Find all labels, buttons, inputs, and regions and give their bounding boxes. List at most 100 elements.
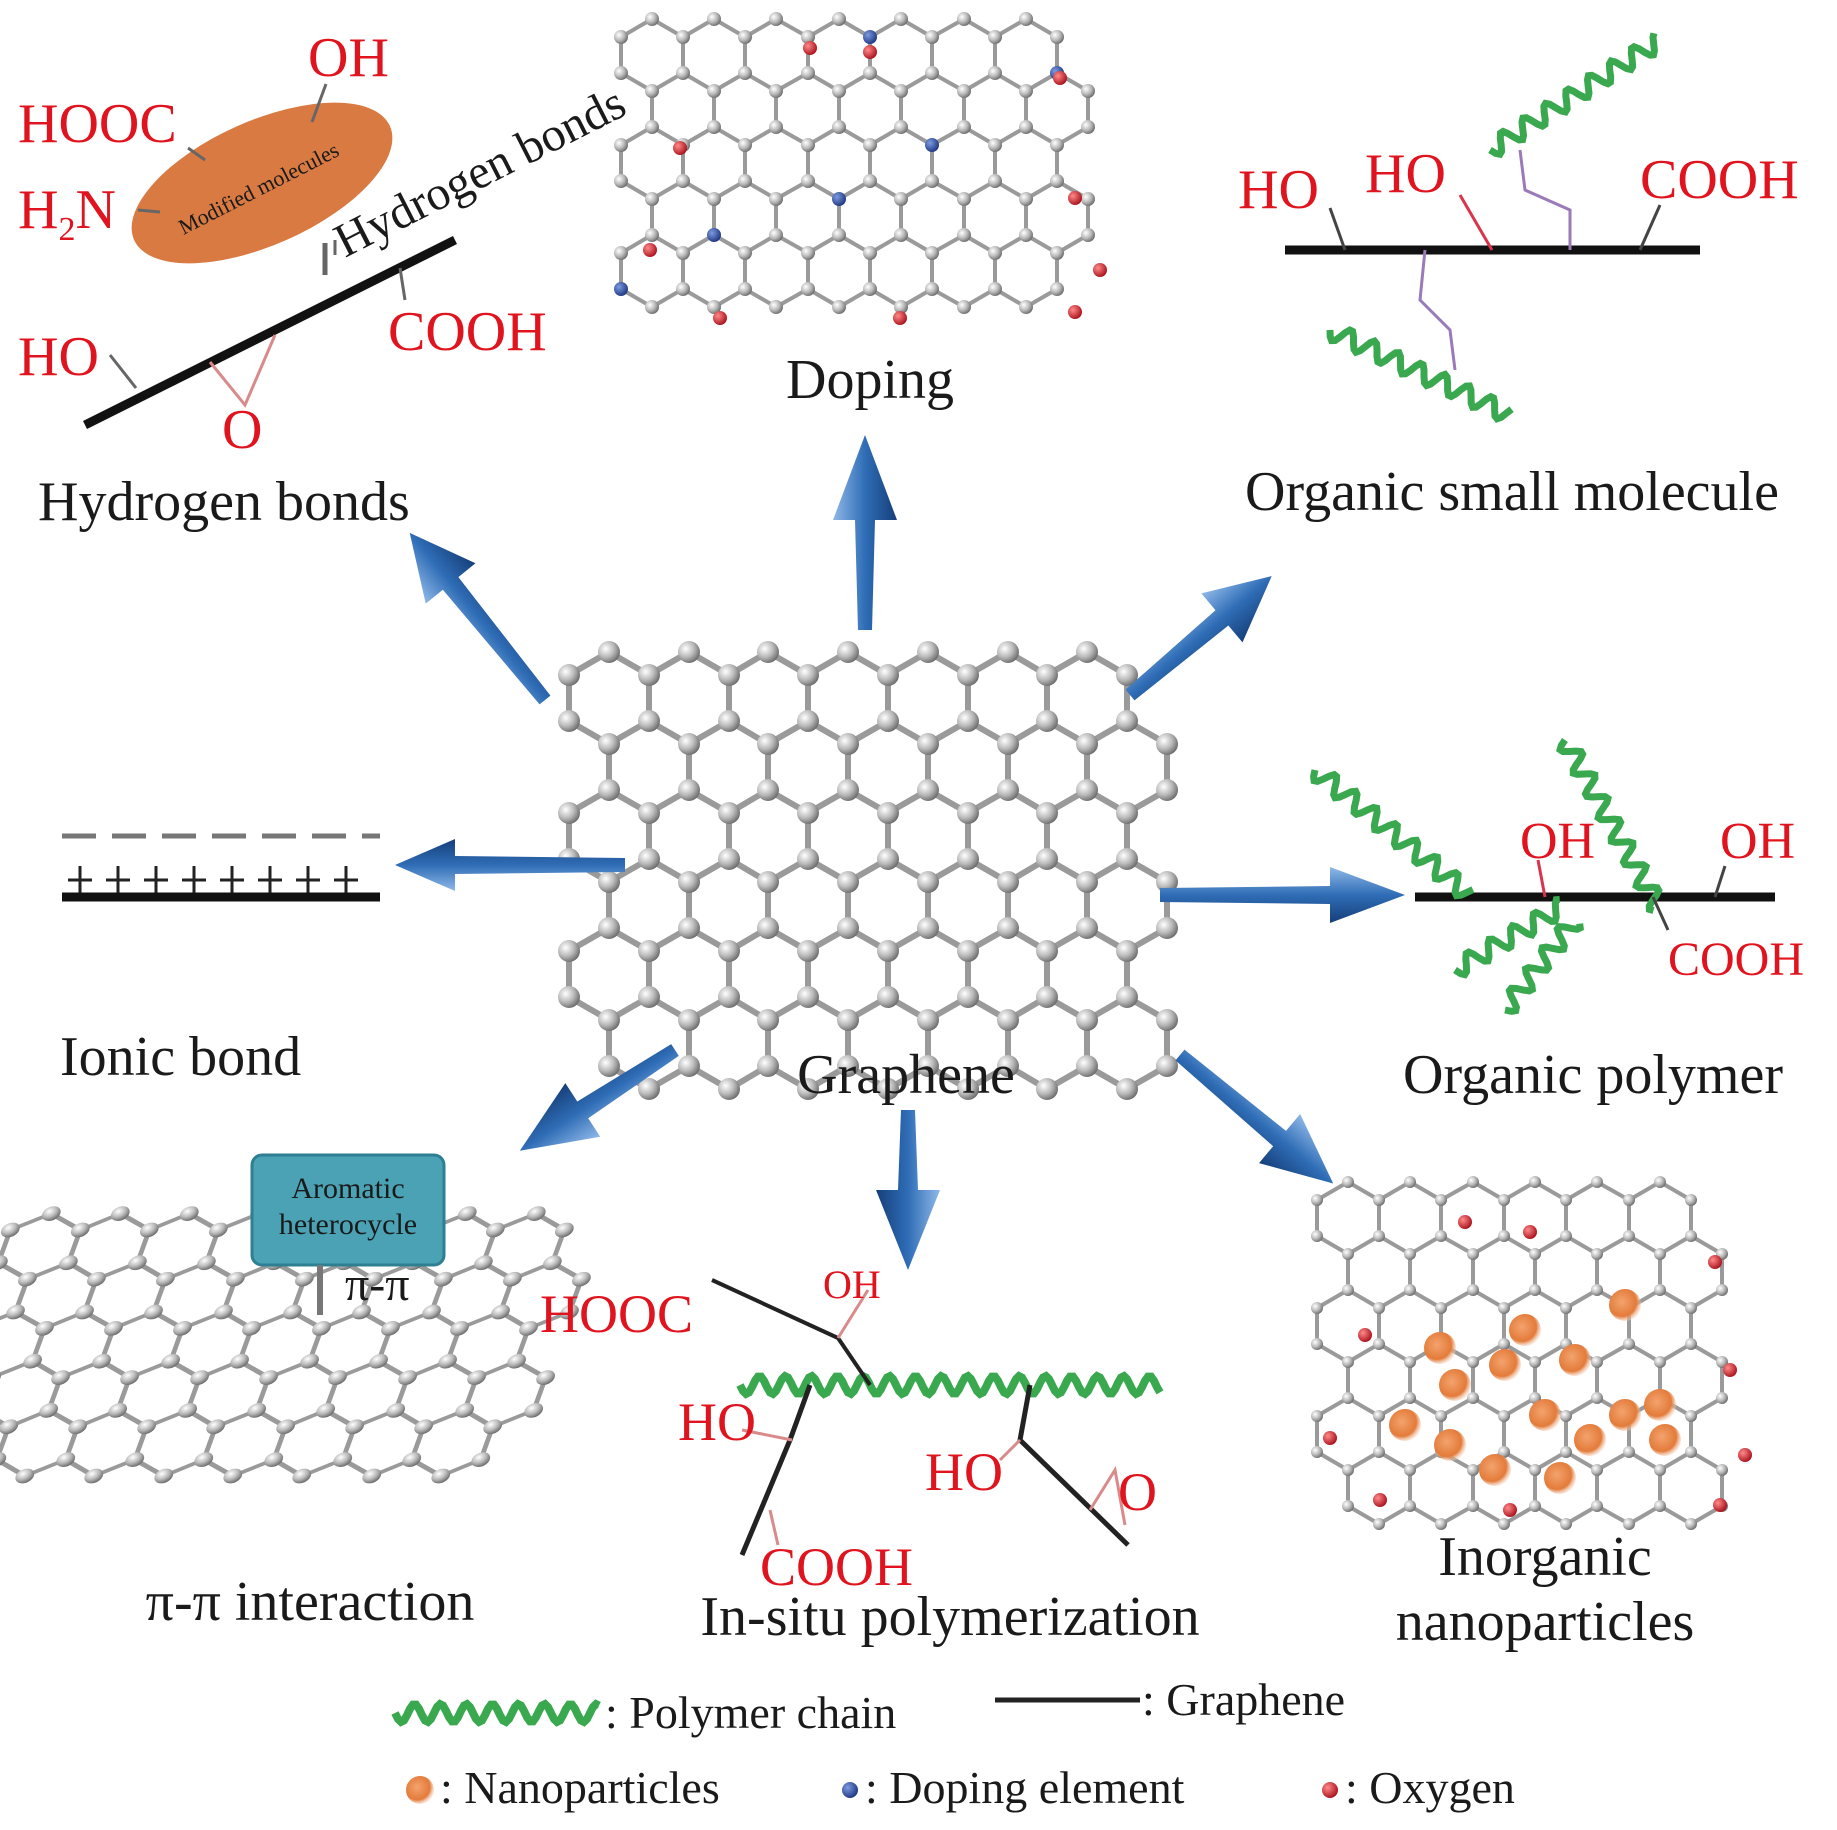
carbon-atom xyxy=(598,641,620,663)
carbon-atom xyxy=(718,940,740,962)
carbon-atom xyxy=(707,12,721,26)
carbon-bond xyxy=(1440,1504,1474,1526)
carbon-bond xyxy=(1596,1342,1630,1364)
carbon-atom xyxy=(1435,1194,1447,1206)
carbon-atom xyxy=(801,282,815,296)
carbon-atom xyxy=(1623,1518,1635,1530)
arrows xyxy=(395,435,1405,1270)
carbon-atom xyxy=(70,1222,90,1238)
group-h2n: H2N xyxy=(18,179,116,248)
carbon-atom xyxy=(206,1419,226,1435)
inorganic-label-line-2: nanoparticles xyxy=(1396,1591,1695,1653)
carbon-atom xyxy=(1529,1464,1541,1476)
nanoparticle xyxy=(1559,1344,1591,1376)
group-ho: HO xyxy=(18,326,99,388)
carbon-atom xyxy=(1373,1518,1385,1530)
carbon-atom xyxy=(1560,1446,1572,1458)
carbon-atom xyxy=(1685,1194,1697,1206)
carbon-atom xyxy=(718,664,740,686)
carbon-atom xyxy=(156,1271,175,1287)
inorganic-lattice xyxy=(1311,1176,1752,1530)
carbon-atom xyxy=(738,246,752,260)
polymer-chain xyxy=(1488,32,1658,159)
carbon-atom xyxy=(1373,1194,1385,1206)
carbon-atom xyxy=(797,664,819,686)
carbon-atom xyxy=(1036,848,1058,870)
hydrogen-bonds-panel: Modified molecules Hydrogen bonds OH HOO… xyxy=(18,27,634,533)
carbon-atom xyxy=(0,1255,8,1271)
carbon-atom xyxy=(1498,1194,1510,1206)
carbon-atom xyxy=(1036,802,1058,824)
carbon-atom xyxy=(957,228,971,242)
nanoparticle xyxy=(1479,1454,1511,1486)
carbon-atom xyxy=(1591,1500,1603,1512)
graphene-lattice-center xyxy=(558,641,1178,1100)
carbon-atom xyxy=(1529,1356,1541,1368)
group-cooh: COOH xyxy=(1668,933,1804,986)
carbon-atom xyxy=(1373,1410,1385,1422)
carbon-atom xyxy=(707,300,721,314)
carbon-atom xyxy=(1116,848,1138,870)
carbon-atom xyxy=(1591,1284,1603,1296)
carbon-atom xyxy=(1342,1284,1354,1296)
carbon-atom xyxy=(894,120,908,134)
carbon-atom xyxy=(1404,1392,1416,1404)
carbon-atom xyxy=(1311,1302,1323,1314)
carbon-atom xyxy=(1716,1356,1728,1368)
carbon-atom xyxy=(473,1255,493,1271)
carbon-atom xyxy=(957,1078,979,1100)
carbon-atom xyxy=(1435,1230,1447,1242)
carbon-atom xyxy=(1019,84,1033,98)
carbon-atom xyxy=(1498,1230,1510,1242)
carbon-atom xyxy=(196,1255,216,1271)
carbon-atom xyxy=(801,30,815,44)
carbon-atom xyxy=(1498,1518,1510,1530)
carbon-bond xyxy=(1440,1180,1474,1202)
carbon-atom xyxy=(139,1222,159,1238)
carbon-atom xyxy=(1050,246,1064,260)
carbon-atom xyxy=(108,1403,128,1418)
carbon-atom xyxy=(997,779,1019,801)
oxygen-atom xyxy=(1068,191,1082,205)
group-ho-2: HO xyxy=(1365,143,1446,205)
carbon-atom xyxy=(558,664,580,686)
carbon-atom xyxy=(614,282,628,296)
carbon-atom xyxy=(328,1370,347,1385)
oxygen-atom xyxy=(1708,1255,1722,1269)
carbon-atom xyxy=(1156,1009,1178,1031)
oxygen-atom xyxy=(1358,1328,1372,1342)
carbon-atom xyxy=(1373,1302,1385,1314)
carbon-atom xyxy=(877,986,899,1008)
carbon-bond xyxy=(1440,1234,1474,1256)
carbon-atom xyxy=(1081,120,1095,134)
legend-oxygen: : Oxygen xyxy=(1345,1762,1515,1813)
carbon-atom xyxy=(877,664,899,686)
carbon-atom xyxy=(997,1009,1019,1031)
carbon-atom xyxy=(75,1304,94,1320)
carbon-atom xyxy=(678,641,700,663)
carbon-atom xyxy=(1685,1230,1697,1242)
carbon-atom xyxy=(837,1009,859,1031)
carbon-atom xyxy=(1498,1410,1510,1422)
carbon-atom xyxy=(894,12,908,26)
carbon-atom xyxy=(678,779,700,801)
oxygen-atom xyxy=(1068,305,1082,319)
carbon-atom xyxy=(614,66,628,80)
carbon-atom xyxy=(1156,917,1178,939)
carbon-atom xyxy=(87,1271,106,1287)
polymer-chain xyxy=(736,1371,1164,1399)
organic-small-molecule-panel: HO HO COOH Organic small molecule xyxy=(1238,32,1799,523)
carbon-atom xyxy=(676,30,690,44)
carbon-atom xyxy=(1116,986,1138,1008)
carbon-atom xyxy=(56,1452,76,1467)
carbon-atom xyxy=(957,986,979,1008)
in-situ-label: In-situ polymerization xyxy=(700,1586,1199,1648)
carbon-atom xyxy=(1591,1248,1603,1260)
carbon-atom xyxy=(558,986,580,1008)
carbon-atom xyxy=(283,1304,302,1320)
carbon-atom xyxy=(1404,1284,1416,1296)
carbon-atom xyxy=(957,848,979,870)
carbon-atom xyxy=(1116,802,1138,824)
carbon-atom xyxy=(1654,1248,1666,1260)
carbon-atom xyxy=(638,986,660,1008)
